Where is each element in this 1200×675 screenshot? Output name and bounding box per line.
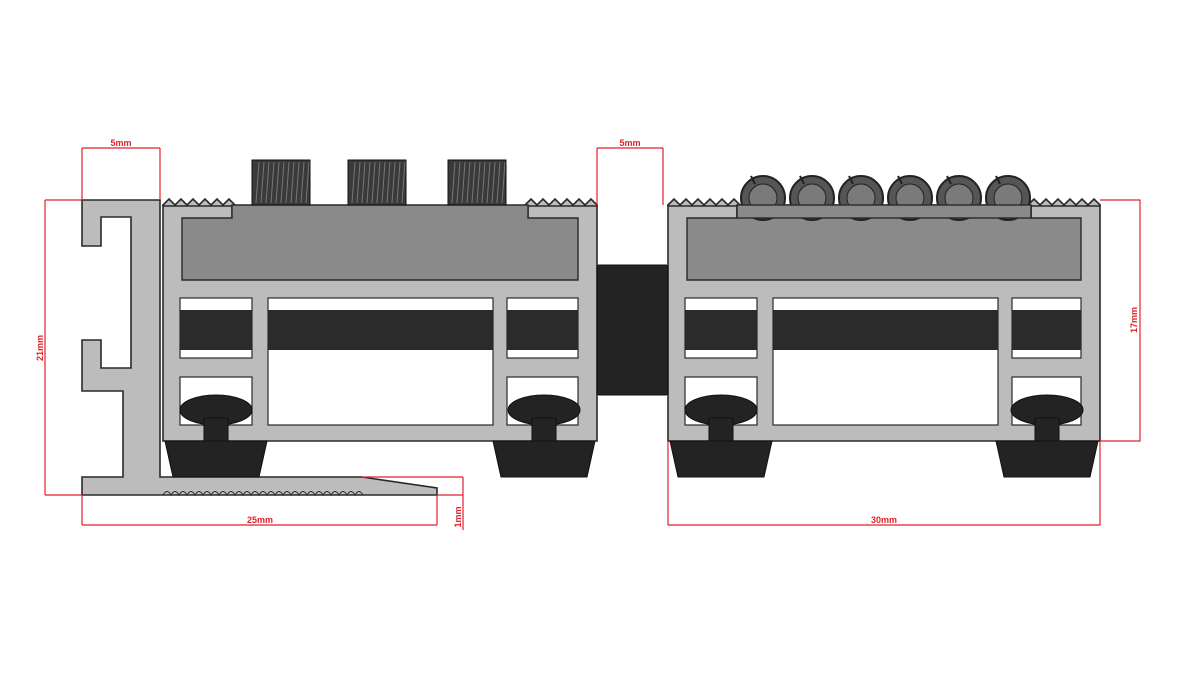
dim-gap-width-label: 5mm <box>619 138 640 148</box>
coil-clip <box>750 175 756 185</box>
dim-ramp-thickness-label: 1mm <box>453 506 463 527</box>
coil-clip <box>897 175 903 185</box>
brush-bristle <box>461 161 466 204</box>
textile-band <box>180 310 252 350</box>
brush-bristle <box>265 161 270 204</box>
brush-bristle <box>255 161 260 204</box>
brush-bristle <box>295 161 300 204</box>
ramp-serration <box>162 491 364 497</box>
brush-bristle <box>290 161 295 204</box>
brush-bristle <box>401 161 406 204</box>
brush-bristle <box>391 161 396 204</box>
brush-bristle <box>456 161 461 204</box>
brush-bristle <box>275 161 280 204</box>
brush-bristle <box>396 161 401 204</box>
brush-bristle <box>371 161 376 204</box>
brush-bristle <box>356 161 361 204</box>
dim-end-width-label: 5mm <box>110 138 131 148</box>
brush-bristle <box>280 161 285 204</box>
textile-band <box>685 310 757 350</box>
ramp-profile-body <box>81 199 438 496</box>
rubber-key-stem <box>203 417 229 445</box>
serrated-edge-left <box>667 197 741 207</box>
dim-ramp-length-line <box>81 495 438 526</box>
end-ramp-profile <box>81 199 438 497</box>
brush-bristle <box>260 161 265 204</box>
dim-module-height-line <box>1100 199 1141 442</box>
rubber-foot <box>995 440 1099 478</box>
rubber-key-stem <box>708 417 734 445</box>
brush-bristle <box>481 161 486 204</box>
rubber-foot <box>669 440 773 478</box>
textile-band <box>773 310 998 350</box>
brush-bristle <box>381 161 386 204</box>
brush-bristle <box>476 161 481 204</box>
brush-bristle <box>366 161 371 204</box>
coil-clip <box>848 175 854 185</box>
dim-ramp-length-label: 25mm <box>247 515 273 525</box>
coil-clip <box>946 175 952 185</box>
dim-total-height-label: 21mm <box>35 335 45 361</box>
brush-bristle <box>491 161 496 204</box>
brush-bristle <box>451 161 456 204</box>
dim-module-width-line <box>667 441 1101 526</box>
coil-clip <box>799 175 805 185</box>
textile-band <box>268 310 493 350</box>
insert-strip <box>181 204 579 281</box>
dim-module-width-label: 30mm <box>871 515 897 525</box>
brush-bristle <box>361 161 366 204</box>
textile-band <box>507 310 578 350</box>
connector-rubber <box>596 264 669 396</box>
rubber-key-stem <box>1034 417 1060 445</box>
serrated-edge-right <box>524 197 598 207</box>
brush-bristle <box>376 161 381 204</box>
brush-bristle <box>466 161 471 204</box>
brush-bristle <box>501 161 506 204</box>
brush-bristle <box>386 161 391 204</box>
brush-bristle <box>351 161 356 204</box>
brush-bristle <box>300 161 305 204</box>
coil-clip <box>995 175 1001 185</box>
brush-bristle <box>305 161 310 204</box>
brush-bristle <box>486 161 491 204</box>
serrated-edge-left <box>162 197 236 207</box>
rubber-foot <box>492 440 596 478</box>
module-2 <box>667 175 1101 478</box>
dim-total-height-line <box>44 199 82 496</box>
brush-bristle <box>285 161 290 204</box>
dim-gap-width-line <box>596 147 664 205</box>
dim-end-width-line <box>81 147 161 200</box>
coil-base <box>736 204 1032 219</box>
brush-bristle <box>270 161 275 204</box>
serrated-edge-right <box>1027 197 1101 207</box>
module-1 <box>162 159 598 478</box>
dim-ramp-thickness-line <box>362 476 464 530</box>
dim-module-height-label: 17mm <box>1129 307 1139 333</box>
textile-band <box>1012 310 1081 350</box>
rubber-foot <box>164 440 268 478</box>
brush-bristle <box>471 161 476 204</box>
dimension-lines: 5mm 5mm 21mm 17mm 25mm 1mm 30mm <box>35 138 1141 530</box>
brush-bristle <box>496 161 501 204</box>
rubber-key-stem <box>531 417 557 445</box>
